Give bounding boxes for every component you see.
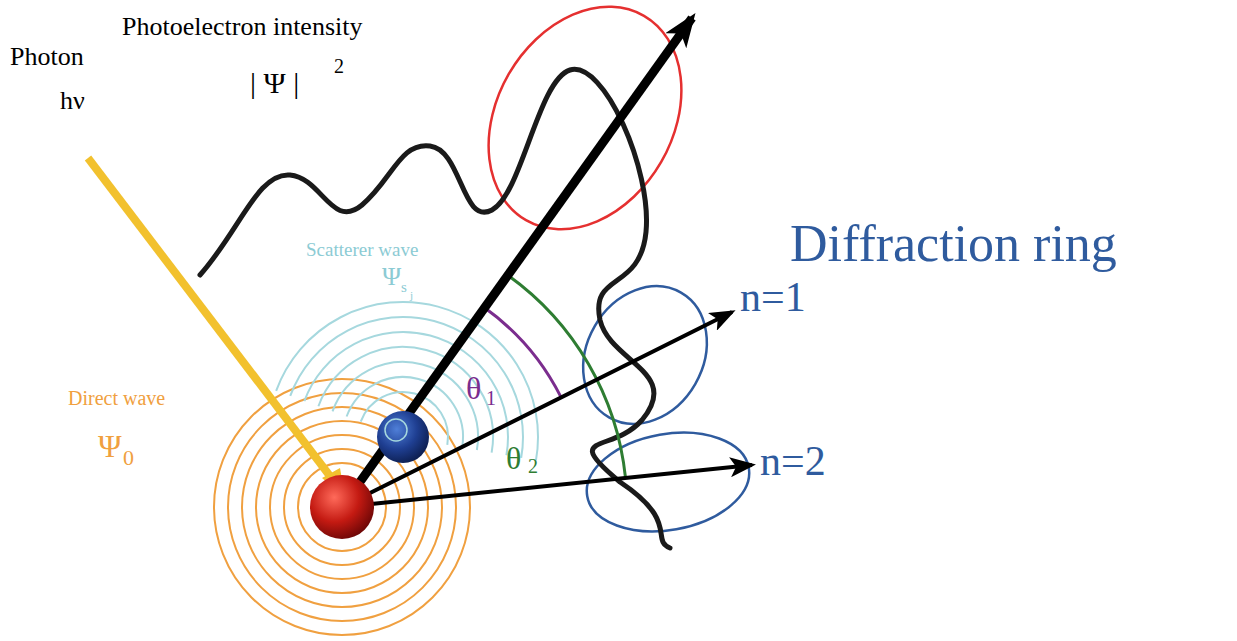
subscript: 0 (123, 447, 134, 469)
axis-title: Photoelectron intensity (122, 14, 362, 40)
order-label: n=1 (740, 276, 806, 318)
scatterer-ring (385, 419, 407, 441)
scatterer-wave-arc (333, 362, 478, 450)
angle-symbol: θ (466, 372, 481, 404)
direct-wave-label: Direct wave (68, 388, 165, 408)
wave-symbol: Ψ (98, 430, 122, 462)
order-label: n=2 (760, 440, 826, 482)
subscript: 2 (528, 456, 538, 476)
scatterer-wave-label: Scatterer wave (306, 240, 418, 259)
superscript: 2 (334, 56, 344, 76)
diffraction-arrow (342, 465, 752, 507)
theta-arc (484, 308, 561, 397)
scatterer-atom (377, 411, 429, 463)
theta-arc (508, 275, 626, 478)
angle-symbol: θ (506, 442, 521, 474)
direct-wave-rings (214, 379, 470, 635)
diffraction-ring-label: Diffraction ring (790, 218, 1117, 270)
photon-label: Photon (10, 44, 84, 70)
emitter-atom (310, 475, 374, 539)
wave-symbol: Ψ (382, 264, 401, 290)
intensity-symbol: | Ψ | (250, 68, 299, 98)
photon-arrow (88, 158, 336, 484)
diffraction-arrow (342, 312, 732, 507)
subscript: j (410, 290, 413, 301)
forward-direction-arrow (342, 18, 692, 507)
subscript: s (401, 280, 407, 295)
subscript: 1 (486, 388, 496, 408)
photon-energy: hν (60, 88, 85, 114)
